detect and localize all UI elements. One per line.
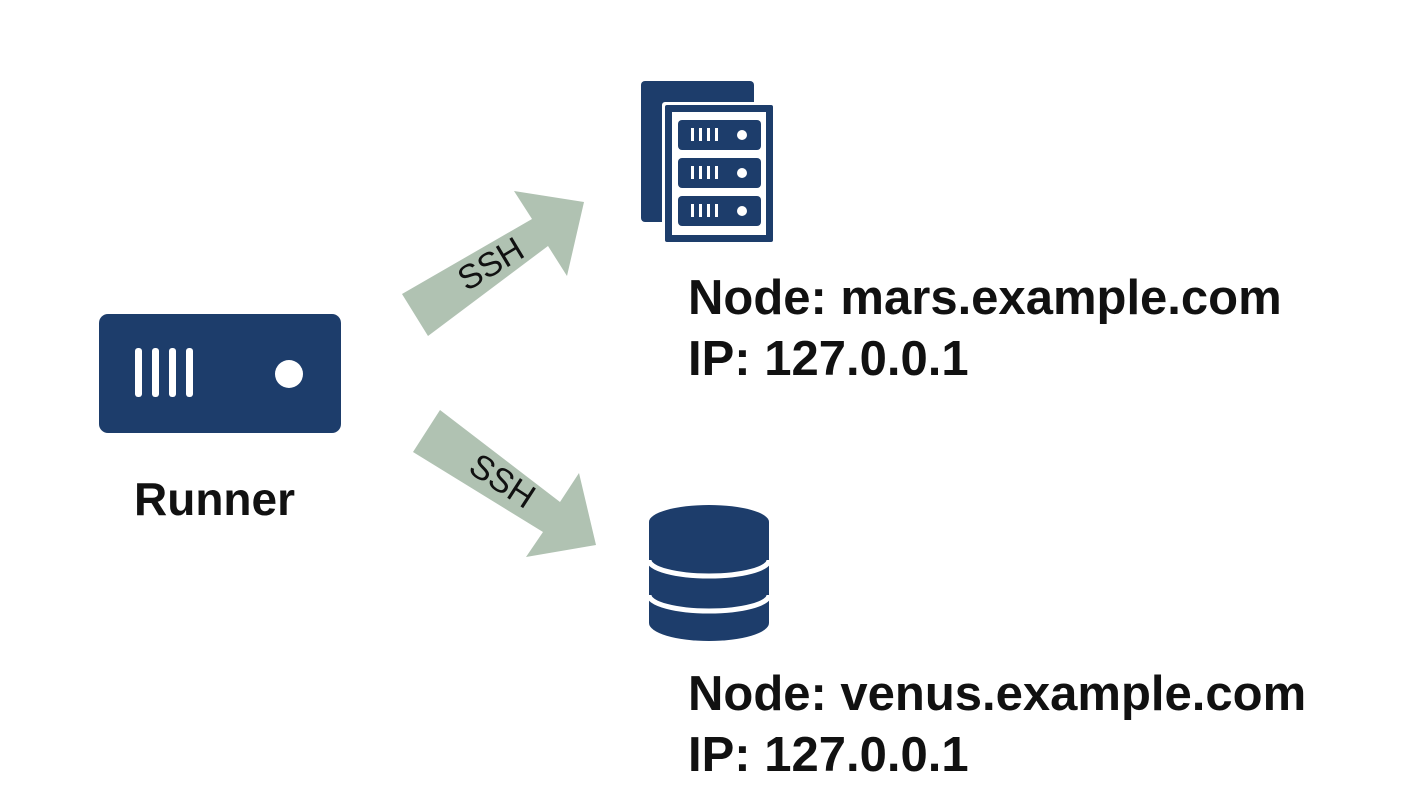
ssh-arrow-mars: SSH [402,191,584,336]
node-mars-label: Node: mars.example.com IP: 127.0.0.1 [688,268,1282,390]
node-venus-hostname: Node: venus.example.com [688,667,1307,721]
node-venus-ip: IP: 127.0.0.1 [688,728,969,782]
server-unit-icon [99,314,341,433]
database-icon [646,505,772,641]
server-rack-icon [641,81,776,245]
node-mars-hostname: Node: mars.example.com [688,271,1282,325]
node-venus-label: Node: venus.example.com IP: 127.0.0.1 [688,664,1306,786]
runner-label: Runner [134,473,295,525]
node-mars-ip: IP: 127.0.0.1 [688,332,969,386]
ssh-arrow-venus: SSH [413,410,596,557]
